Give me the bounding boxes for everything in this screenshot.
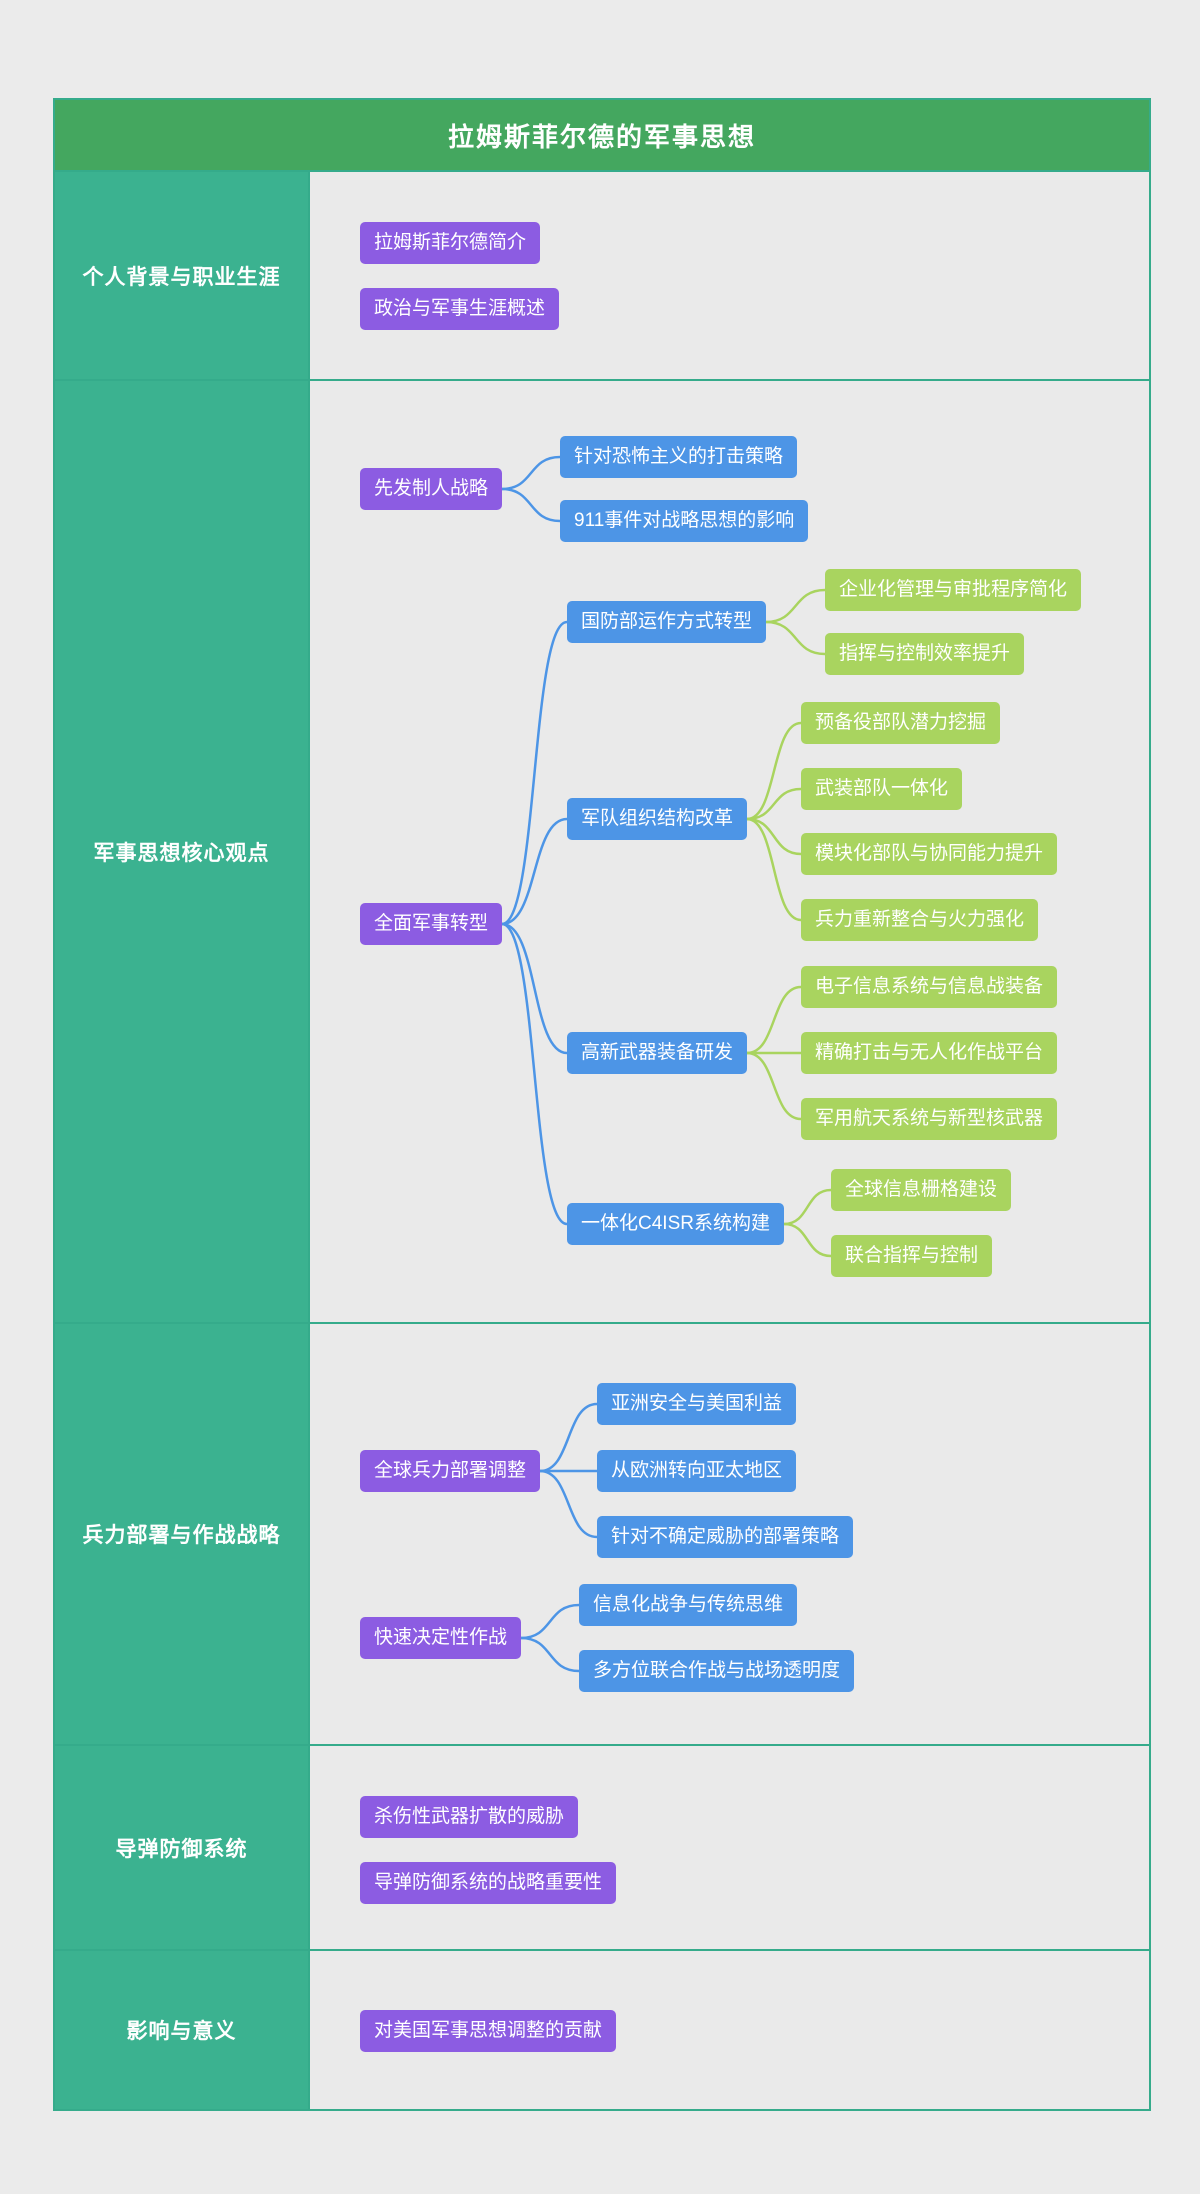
connector-layer bbox=[310, 1746, 1149, 1949]
node-force-reintegration[interactable]: 兵力重新整合与火力强化 bbox=[801, 899, 1039, 941]
sidebar-section-impact: 影响与意义 bbox=[55, 1951, 310, 2109]
section-core-ideas: 军事思想核心观点 先发制人战略 针对恐怖主义的打击策略 911事件对战略思想的影… bbox=[55, 379, 1149, 1322]
node-joint-command-control[interactable]: 联合指挥与控制 bbox=[831, 1235, 993, 1277]
node-missile-defense-importance[interactable]: 导弹防御系统的战略重要性 bbox=[360, 1862, 617, 1904]
node-force-structure-reform[interactable]: 军队组织结构改革 bbox=[567, 798, 748, 840]
section-force-deployment: 兵力部署与作战战略 全球兵力部署调整 亚洲安全与美国利益 从欧洲转向亚太地区 针… bbox=[55, 1322, 1149, 1744]
connector-layer bbox=[310, 172, 1149, 379]
node-military-space-systems[interactable]: 军用航天系统与新型核武器 bbox=[801, 1098, 1058, 1140]
node-counterterrorism-strategy[interactable]: 针对恐怖主义的打击策略 bbox=[560, 436, 798, 478]
mindmap-frame: 拉姆斯菲尔德的军事思想 个人背景与职业生涯 拉姆斯菲尔德简介 政治与军事生涯概述… bbox=[53, 98, 1151, 2111]
sidebar-section-core-ideas: 军事思想核心观点 bbox=[55, 381, 310, 1322]
section-content: 先发制人战略 针对恐怖主义的打击策略 911事件对战略思想的影响 全面军事转型 … bbox=[310, 381, 1149, 1322]
node-dod-operations-transform[interactable]: 国防部运作方式转型 bbox=[567, 601, 767, 643]
sidebar-label: 导弹防御系统 bbox=[115, 1837, 248, 1861]
node-reserve-potential[interactable]: 预备役部队潜力挖掘 bbox=[801, 702, 1001, 744]
node-career-overview[interactable]: 政治与军事生涯概述 bbox=[360, 288, 560, 330]
sidebar-section-force-deployment: 兵力部署与作战战略 bbox=[55, 1324, 310, 1744]
mindmap-title-bar: 拉姆斯菲尔德的军事思想 bbox=[55, 100, 1149, 170]
node-rapid-decisive-ops[interactable]: 快速决定性作战 bbox=[360, 1617, 522, 1659]
section-missile-defense: 导弹防御系统 杀伤性武器扩散的威胁 导弹防御系统的战略重要性 bbox=[55, 1744, 1149, 1949]
node-global-info-grid[interactable]: 全球信息栅格建设 bbox=[831, 1169, 1012, 1211]
node-advanced-weapons[interactable]: 高新武器装备研发 bbox=[567, 1032, 748, 1074]
node-asia-security[interactable]: 亚洲安全与美国利益 bbox=[597, 1383, 797, 1425]
node-military-transformation[interactable]: 全面军事转型 bbox=[360, 903, 503, 945]
section-content: 拉姆斯菲尔德简介 政治与军事生涯概述 bbox=[310, 172, 1149, 379]
sidebar-section-missile-defense: 导弹防御系统 bbox=[55, 1746, 310, 1949]
node-wmd-proliferation[interactable]: 杀伤性武器扩散的威胁 bbox=[360, 1796, 579, 1838]
section-content: 全球兵力部署调整 亚洲安全与美国利益 从欧洲转向亚太地区 针对不确定威胁的部署策… bbox=[310, 1324, 1149, 1744]
node-corporate-management[interactable]: 企业化管理与审批程序简化 bbox=[825, 569, 1082, 611]
sidebar-label: 影响与意义 bbox=[126, 2020, 237, 2043]
node-europe-to-asia[interactable]: 从欧洲转向亚太地区 bbox=[597, 1450, 797, 1492]
node-info-warfare[interactable]: 信息化战争与传统思维 bbox=[579, 1584, 798, 1626]
node-precision-strike[interactable]: 精确打击与无人化作战平台 bbox=[801, 1032, 1058, 1074]
mindmap-title: 拉姆斯菲尔德的军事思想 bbox=[447, 121, 756, 152]
node-modular-forces[interactable]: 模块化部队与协同能力提升 bbox=[801, 833, 1058, 875]
node-contribution[interactable]: 对美国军事思想调整的贡献 bbox=[360, 2010, 617, 2052]
node-armed-forces-integration[interactable]: 武装部队一体化 bbox=[801, 768, 963, 810]
sidebar-label: 兵力部署与作战战略 bbox=[82, 1524, 281, 1547]
sidebar-label: 军事思想核心观点 bbox=[93, 841, 270, 865]
node-uncertain-threats[interactable]: 针对不确定威胁的部署策略 bbox=[597, 1516, 854, 1558]
node-c4isr[interactable]: 一体化C4ISR系统构建 bbox=[567, 1203, 784, 1245]
node-preemptive-strategy[interactable]: 先发制人战略 bbox=[360, 468, 503, 510]
sidebar-section-personal-background: 个人背景与职业生涯 bbox=[55, 172, 310, 379]
sidebar-label: 个人背景与职业生涯 bbox=[82, 265, 281, 289]
node-joint-ops-transparency[interactable]: 多方位联合作战与战场透明度 bbox=[579, 1650, 855, 1692]
node-rumsfeld-intro[interactable]: 拉姆斯菲尔德简介 bbox=[360, 222, 541, 264]
section-content: 对美国军事思想调整的贡献 bbox=[310, 1951, 1149, 2109]
node-electronic-info-systems[interactable]: 电子信息系统与信息战装备 bbox=[801, 966, 1058, 1008]
section-impact: 影响与意义 对美国军事思想调整的贡献 bbox=[55, 1949, 1149, 2109]
node-911-impact[interactable]: 911事件对战略思想的影响 bbox=[560, 500, 809, 542]
section-content: 杀伤性武器扩散的威胁 导弹防御系统的战略重要性 bbox=[310, 1746, 1149, 1949]
section-personal-background: 个人背景与职业生涯 拉姆斯菲尔德简介 政治与军事生涯概述 bbox=[55, 170, 1149, 379]
node-global-force-posture[interactable]: 全球兵力部署调整 bbox=[360, 1450, 541, 1492]
node-command-control-efficiency[interactable]: 指挥与控制效率提升 bbox=[825, 633, 1025, 675]
